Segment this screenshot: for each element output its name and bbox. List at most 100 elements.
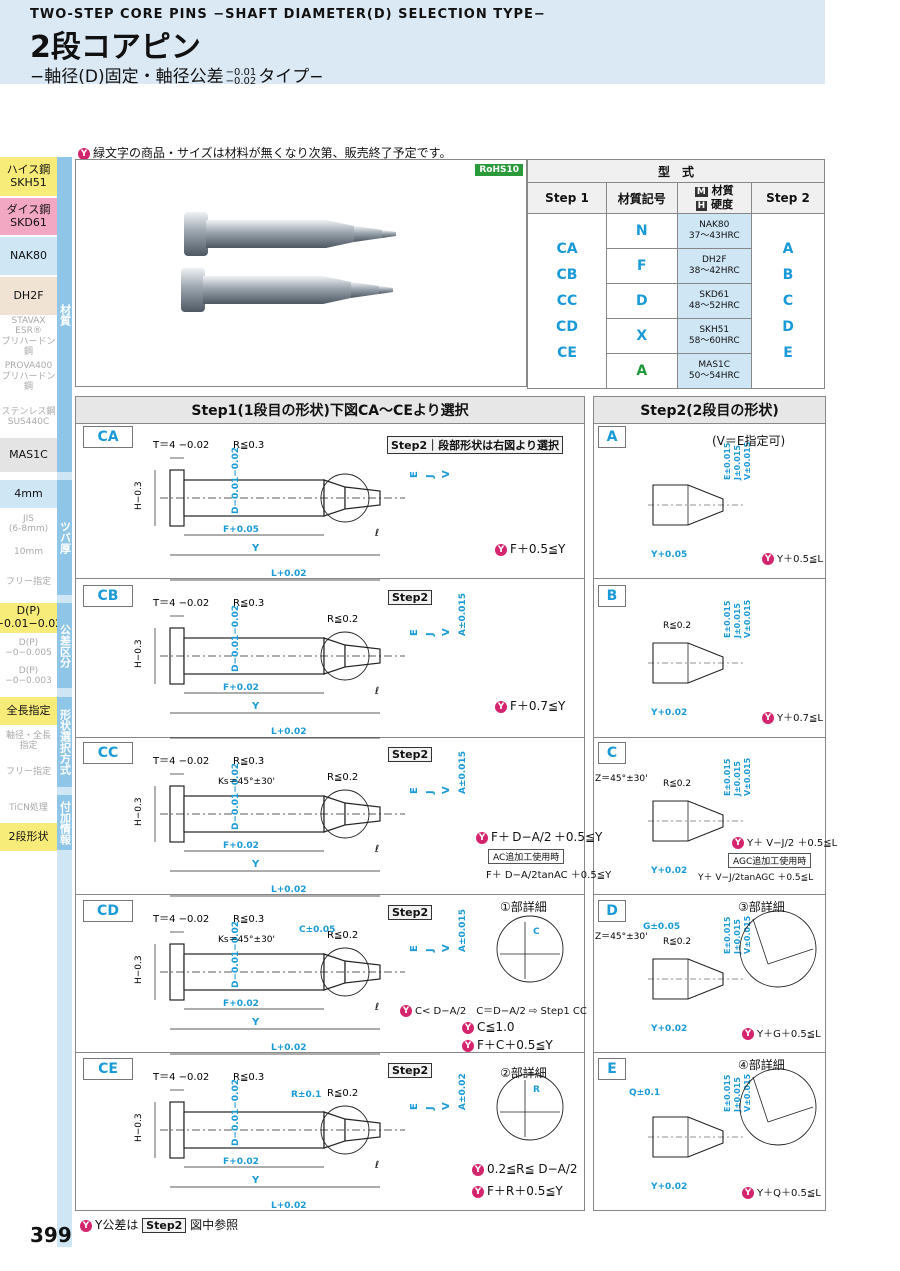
side-tab-18[interactable]: TiCN処理 <box>0 795 57 821</box>
divider <box>593 894 826 895</box>
label-r03: R≦0.3 <box>233 440 264 451</box>
label-d: D−0.01−0.02 <box>231 1079 241 1146</box>
label-f: F+0.02 <box>223 999 259 1009</box>
label-r03: R≦0.3 <box>233 1072 264 1083</box>
side-tab-12[interactable]: D(P)−0.01−0.02 <box>0 603 62 633</box>
side-tab-4[interactable]: STAVAX ESR® プリハードン鋼 <box>0 315 57 357</box>
label-v: V±0.015 <box>743 757 752 796</box>
label-j: J±0.015 <box>733 603 742 639</box>
label-v: V <box>441 944 452 952</box>
side-tab-16[interactable]: 軸径・全長 指定 <box>0 727 57 755</box>
side-tab-9[interactable]: JIS (6-8mm) <box>0 510 57 538</box>
side-tab-0[interactable]: ハイス鋼 SKH51 <box>0 157 57 196</box>
label-ce: CE <box>83 1058 133 1080</box>
pin-icon: Y <box>400 1005 412 1017</box>
label-y: Y+0.05 <box>650 550 687 560</box>
label-h: H−0.3 <box>134 1113 144 1142</box>
step2-box-cc: Step2 <box>388 747 433 762</box>
detail-magnifier <box>496 915 564 983</box>
label-y: Y <box>251 1017 260 1028</box>
label-ks: Ks＝45°±30' <box>218 935 275 945</box>
label-l: L+0.02 <box>271 569 306 579</box>
pin-icon: Y <box>78 147 90 160</box>
ag-formula-cc: F＋ D−A/2tanAC ＋0.5≦Y <box>486 870 612 881</box>
side-tab-8[interactable]: 4mm <box>0 480 57 508</box>
divider <box>75 578 585 579</box>
label-d: D−0.01−0.02 <box>231 921 241 988</box>
detail-line <box>752 918 769 965</box>
step1-codes: CA CB CC CD CE <box>527 213 607 389</box>
label-f: F+0.05 <box>223 525 259 535</box>
side-tab-15[interactable]: 全長指定 <box>0 697 57 725</box>
step2-box-cd: Step2 <box>388 905 433 920</box>
step2-box-ce: Step2 <box>388 1063 433 1078</box>
side-tab-6[interactable]: ステンレス鋼 SUS440C <box>0 398 57 436</box>
label-ca: CA <box>83 426 133 448</box>
side-tab-10[interactable]: 10mm <box>0 540 57 565</box>
label-cb: CB <box>83 585 133 607</box>
page-number: 399 <box>30 1223 72 1247</box>
material-code-f: F <box>606 248 678 284</box>
japanese-title: 2段コアピン <box>30 30 201 65</box>
label-j: J <box>425 790 436 795</box>
label-y: Y <box>251 1175 260 1186</box>
side-tab-13[interactable]: D(P)−0−0.005 <box>0 635 57 661</box>
side-tab-14[interactable]: D(P)−0−0.003 <box>0 663 57 689</box>
label-r02: R≦0.2 <box>327 1088 358 1099</box>
label-e: E <box>409 945 420 952</box>
label-y: Y+0.02 <box>650 1182 687 1192</box>
label-j: J <box>425 1106 436 1111</box>
label-a: A <box>598 426 626 448</box>
label-e: E±0.015 <box>723 600 732 638</box>
vtab-extra: 付加情報 <box>57 795 72 850</box>
pin-icon: Y <box>495 543 507 556</box>
label-e: E <box>598 1058 626 1080</box>
rohs-badge: RoHS10 <box>475 164 523 176</box>
pin-icon: Y <box>732 837 744 849</box>
divider <box>593 578 826 579</box>
label-e: E±0.015 <box>723 758 732 796</box>
side-tab-11[interactable]: フリー指定 <box>0 567 57 597</box>
label-j: J±0.015 <box>733 1077 742 1113</box>
detail-circle <box>320 631 370 681</box>
product-photo <box>181 212 396 312</box>
side-tab-19[interactable]: 2段形状 <box>0 823 57 851</box>
side-tab-1[interactable]: ダイス鋼 SKD61 <box>0 198 57 235</box>
label-y: Y+0.02 <box>650 708 687 718</box>
pin-icon: Y <box>472 1163 484 1176</box>
ag-note-cc: AC追加工使用時 <box>488 849 565 864</box>
side-tab-7[interactable]: MAS1C <box>0 438 57 472</box>
label-r03: R≦0.3 <box>233 756 264 767</box>
col-step2: Step 2 <box>751 182 825 214</box>
label-f: F+0.02 <box>223 1157 259 1167</box>
label-l: L+0.02 <box>271 1201 306 1210</box>
material-code-x: X <box>606 318 678 354</box>
pin-icon: Y <box>472 1185 484 1198</box>
detail-magnifier <box>739 910 817 988</box>
side-tab-17[interactable]: フリー指定 <box>0 757 57 787</box>
detail-circle <box>320 947 370 997</box>
label-r: R≦0.2 <box>663 621 691 631</box>
pin-step2 <box>344 1118 381 1142</box>
side-tab-3[interactable]: DH2F <box>0 277 57 315</box>
label-e: E <box>409 471 420 478</box>
pin-icon: Y <box>742 1028 754 1040</box>
side-tab-2[interactable]: NAK80 <box>0 237 57 275</box>
label-y: Y <box>251 543 260 554</box>
type-table: 型 式 Step 1 材質記号 M 材質 H 硬度 Step 2 CA CB C… <box>527 159 825 389</box>
material-code-d: D <box>606 283 678 319</box>
material-code-a: A <box>606 353 678 389</box>
detail-2: ②部詳細 <box>500 1066 547 1080</box>
label-j: J±0.015 <box>733 761 742 797</box>
label-h: H−0.3 <box>134 797 144 826</box>
label-r03: R≦0.3 <box>233 914 264 925</box>
step1-title: Step1(1段目の形状)下図CA〜CEより選択 <box>76 397 584 424</box>
side-tab-5[interactable]: PROVA400 プリハードン鋼 <box>0 358 57 396</box>
type-table-title: 型 式 <box>527 159 825 183</box>
